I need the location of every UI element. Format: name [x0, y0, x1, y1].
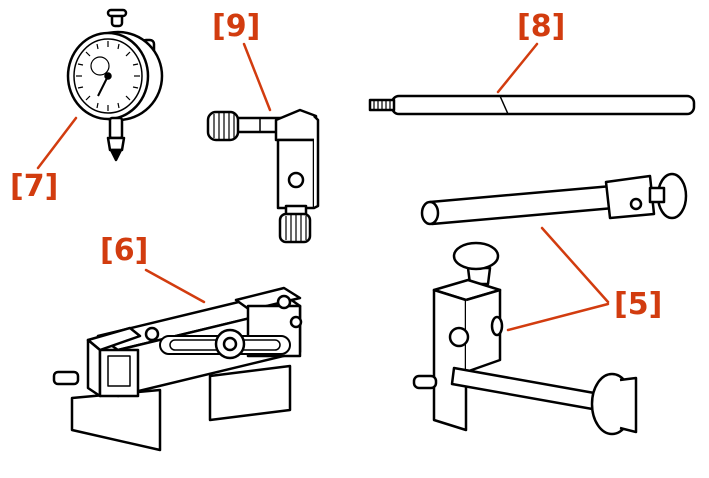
- leader-lines: [36, 42, 610, 332]
- leader-line-5-lower: [506, 302, 610, 332]
- leader-line-7: [36, 116, 78, 170]
- rod-with-knob: [420, 172, 688, 226]
- extension-rod: [368, 94, 696, 116]
- leader-line-9: [242, 42, 272, 112]
- leader-line-8: [496, 42, 539, 94]
- clamp-block: [412, 241, 638, 436]
- callout-8: [8]: [517, 9, 566, 44]
- holder-assembly: [52, 286, 303, 452]
- callout-9: [9]: [212, 9, 261, 44]
- callout-7: [7]: [10, 169, 59, 204]
- leader-line-6: [144, 268, 206, 304]
- callout-5: [5]: [614, 287, 663, 322]
- dial-indicator: [66, 8, 164, 162]
- clamp-bracket: [206, 108, 320, 244]
- leader-line-5-upper: [540, 226, 610, 304]
- callout-6: [6]: [100, 233, 149, 268]
